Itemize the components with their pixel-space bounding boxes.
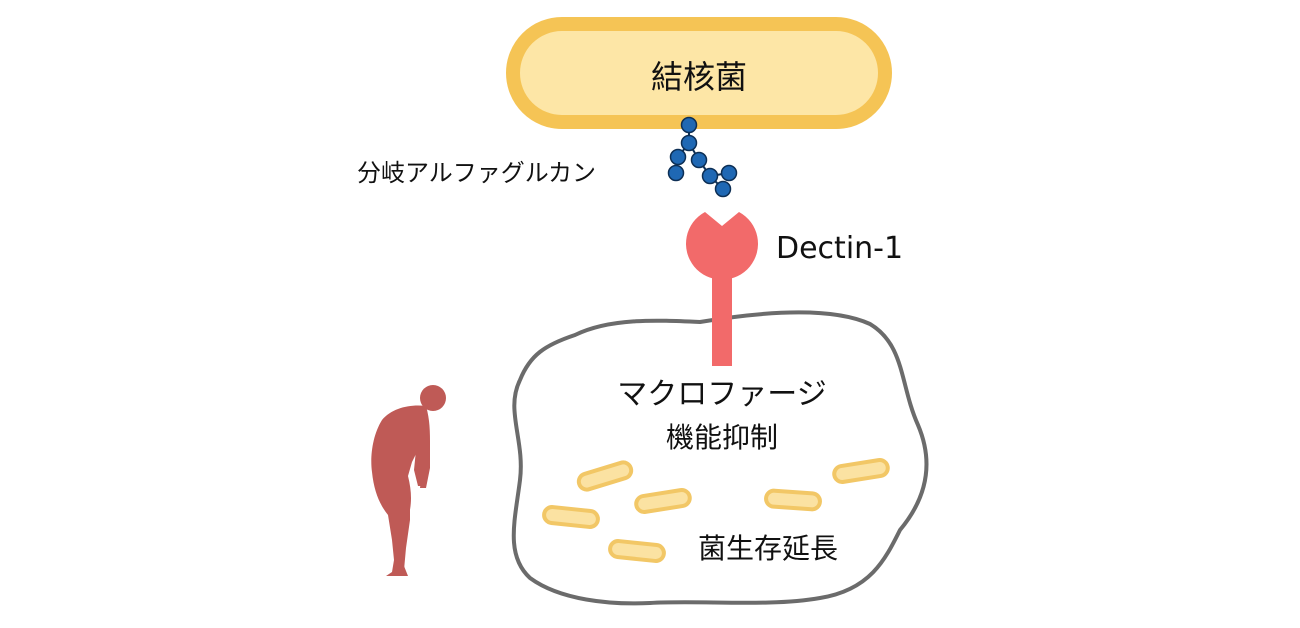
receptor-stalk [712,262,732,366]
glucan-chain [667,116,738,198]
glucan-bead [680,116,698,134]
small-bacterium [764,488,822,512]
glucan-bead [667,164,685,182]
glucan-bead [680,134,698,152]
small-bacteria [542,458,890,563]
tb-bacterium-body [506,17,892,129]
tb-bacterium-label: 結核菌 [651,58,747,96]
small-bacterium [832,458,890,484]
bent-over-person-icon [371,385,446,576]
glucan-bead [720,164,738,182]
glucan-bead [669,148,687,166]
macrophage-label: マクロファージ [617,377,826,412]
growth-label: 菌生存延長 [698,532,838,565]
small-bacterium [634,488,692,514]
small-bacterium [576,460,634,492]
glucan-bead [714,180,732,198]
small-bacterium [608,539,666,563]
dectin1-receptor [686,212,759,366]
receptor-label: Dectin-1 [776,231,903,266]
glucan-bead [690,151,708,169]
glucan-bead [701,167,719,185]
tb-bacterium: 結核菌 [506,17,892,129]
macrophage-outline [511,310,929,606]
function-label: 機能抑制 [666,421,778,454]
small-bacterium [542,505,600,529]
glucan-label: 分岐アルファグルカン [357,159,596,187]
receptor-head [686,212,759,280]
